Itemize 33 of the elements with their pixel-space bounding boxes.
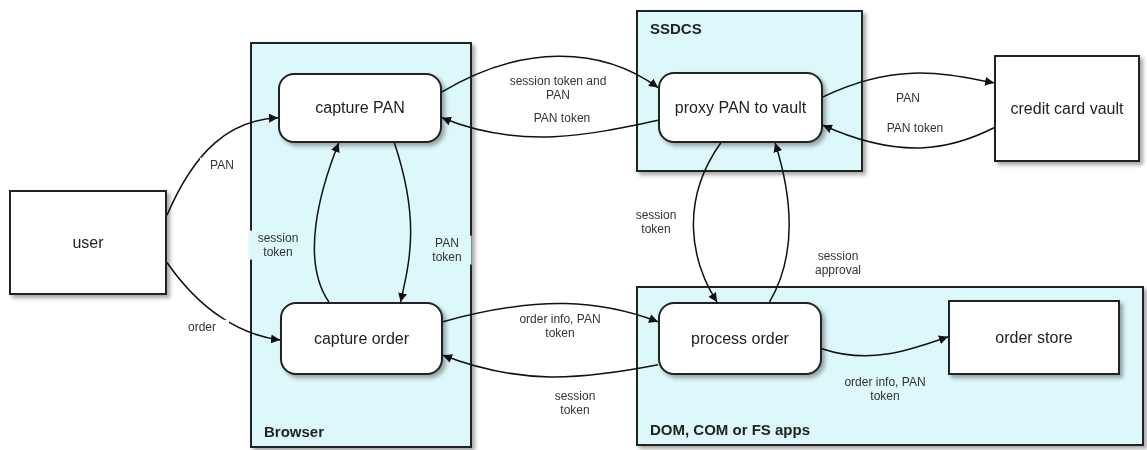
actor-box <box>9 190 167 295</box>
arrow <box>166 114 279 216</box>
node-label: capture order <box>313 328 410 349</box>
group-panel <box>636 286 1144 446</box>
process-box <box>280 302 443 375</box>
store-box <box>948 300 1120 375</box>
group-panel <box>250 42 472 448</box>
arrow <box>393 142 412 303</box>
arrow <box>821 335 949 357</box>
group-panel <box>636 10 863 172</box>
arrow <box>442 302 659 323</box>
arrow <box>822 124 995 149</box>
group-title: Browser <box>264 423 325 440</box>
arrow <box>441 116 659 138</box>
group-title: SSDCS <box>650 20 702 37</box>
node-label: proxy PAN to vault <box>674 97 807 118</box>
node-label: user <box>72 232 104 253</box>
process-box <box>278 73 442 143</box>
arrow <box>441 55 659 93</box>
process-box <box>658 72 823 143</box>
node-label: order store <box>995 327 1073 348</box>
node-label: process order <box>691 328 789 349</box>
arrow <box>166 261 281 343</box>
arrow <box>313 142 340 303</box>
process-box <box>658 302 822 375</box>
arrow <box>692 142 722 303</box>
node-label: capture PAN <box>315 98 405 118</box>
arrow <box>768 142 791 303</box>
arrow <box>822 72 995 98</box>
group-title: DOM, COM or FS apps <box>650 421 810 438</box>
node-label: credit card vault <box>1010 98 1124 119</box>
arrow <box>442 354 659 378</box>
store-box <box>994 55 1140 162</box>
